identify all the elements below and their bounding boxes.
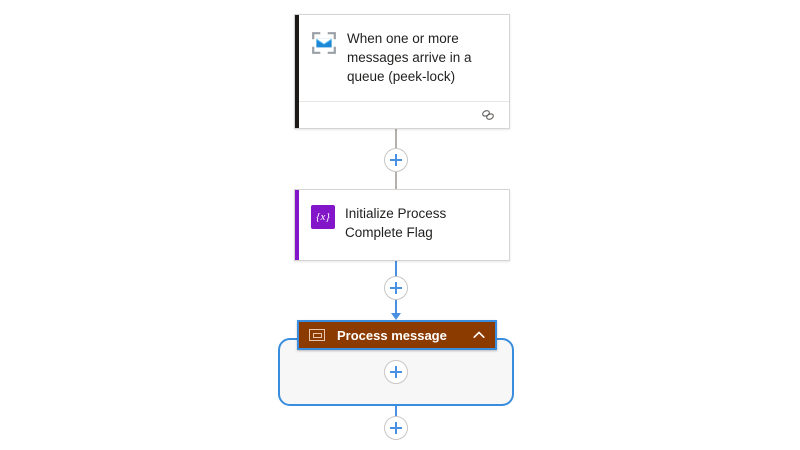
- plus-icon-vert: [395, 422, 397, 434]
- service-bus-icon: [311, 30, 337, 56]
- add-action-button-2[interactable]: [384, 276, 408, 300]
- variable-card-body: {x} Initialize Process Complete Flag: [299, 190, 509, 260]
- trigger-card-body: When one or more messages arrive in a qu…: [299, 15, 509, 102]
- connector-scope-to-end: [395, 406, 397, 417]
- plus-icon-vert: [395, 366, 397, 378]
- trigger-accent-bar: [295, 15, 299, 128]
- add-action-button-inside-scope[interactable]: [384, 360, 408, 384]
- chain-link-icon[interactable]: [480, 107, 496, 123]
- trigger-node-title: When one or more messages arrive in a qu…: [347, 31, 472, 84]
- action-node-initialize-variable[interactable]: {x} Initialize Process Complete Flag: [294, 189, 510, 261]
- connector-add-to-scope: [395, 300, 397, 315]
- add-action-button-1[interactable]: [384, 148, 408, 172]
- trigger-card-footer: [299, 101, 509, 128]
- add-action-button-3[interactable]: [384, 416, 408, 440]
- variable-node-title: Initialize Process Complete Flag: [345, 206, 447, 240]
- connector-arrowhead: [391, 313, 401, 320]
- variable-icon: {x}: [311, 205, 335, 229]
- scope-node-title: Process message: [337, 327, 447, 343]
- scope-icon: [309, 327, 325, 343]
- scope-header-process-message[interactable]: Process message: [297, 320, 497, 350]
- plus-icon-vert: [395, 282, 397, 294]
- connector-add-to-variable: [395, 172, 397, 190]
- variable-accent-bar: [295, 190, 299, 260]
- connector-variable-to-add: [395, 261, 397, 280]
- trigger-node-service-bus[interactable]: When one or more messages arrive in a qu…: [294, 14, 510, 129]
- plus-icon-vert: [395, 154, 397, 166]
- connector-trigger-to-add: [395, 129, 397, 150]
- chevron-up-icon[interactable]: [472, 328, 486, 342]
